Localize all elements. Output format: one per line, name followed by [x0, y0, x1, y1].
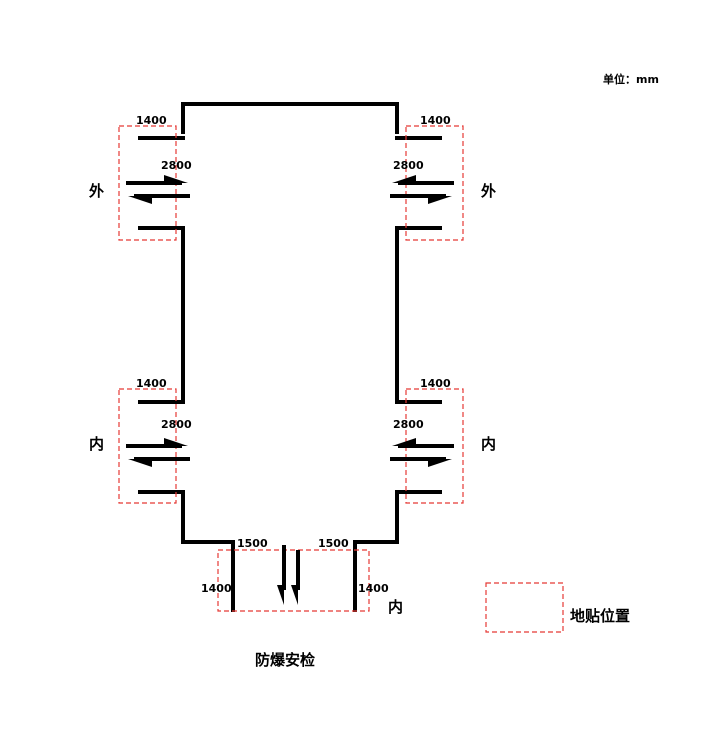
two-way-arrow-icon — [390, 438, 454, 467]
two-way-arrow-icon — [126, 438, 190, 467]
direction-labels: 外 外 内 内 内 — [88, 182, 496, 616]
dim-label: 2800 — [161, 418, 192, 431]
two-way-arrow-icon — [126, 175, 190, 204]
top-wall — [181, 102, 399, 134]
inner-label-bottom: 内 — [388, 598, 403, 616]
dim-label: 2800 — [161, 159, 192, 172]
dim-label: 1400 — [420, 114, 451, 127]
dim-label: 1400 — [420, 377, 451, 390]
dim-label: 1400 — [136, 377, 167, 390]
dim-label: 1400 — [136, 114, 167, 127]
outer-label-right: 外 — [480, 182, 496, 200]
diagram-title: 防爆安检 — [255, 651, 315, 669]
right-wall-bottom — [353, 490, 399, 612]
legend-swatch — [485, 582, 564, 633]
outer-label-left: 外 — [88, 182, 104, 200]
dim-label: 2800 — [393, 418, 424, 431]
dimension-labels: 1400 2800 1400 2800 1400 2800 1400 2800 … — [136, 114, 451, 595]
inner-label-right: 内 — [481, 435, 496, 453]
legend: 地贴位置 — [485, 582, 630, 633]
decal-box-bottom — [217, 549, 370, 612]
dim-label: 1400 — [201, 582, 232, 595]
legend-label: 地贴位置 — [570, 607, 630, 625]
two-way-arrow-icon — [390, 175, 454, 204]
unit-label: 单位：mm — [603, 72, 659, 86]
left-wall-bottom — [181, 490, 235, 612]
dim-label: 2800 — [393, 159, 424, 172]
decal-boxes — [118, 125, 464, 612]
dim-label: 1500 — [237, 537, 268, 550]
dim-label: 1400 — [358, 582, 389, 595]
down-arrow-icon — [277, 545, 300, 605]
dim-label: 1500 — [318, 537, 349, 550]
walls — [138, 102, 442, 612]
arrows — [126, 175, 454, 605]
inner-label-left: 内 — [89, 435, 104, 453]
